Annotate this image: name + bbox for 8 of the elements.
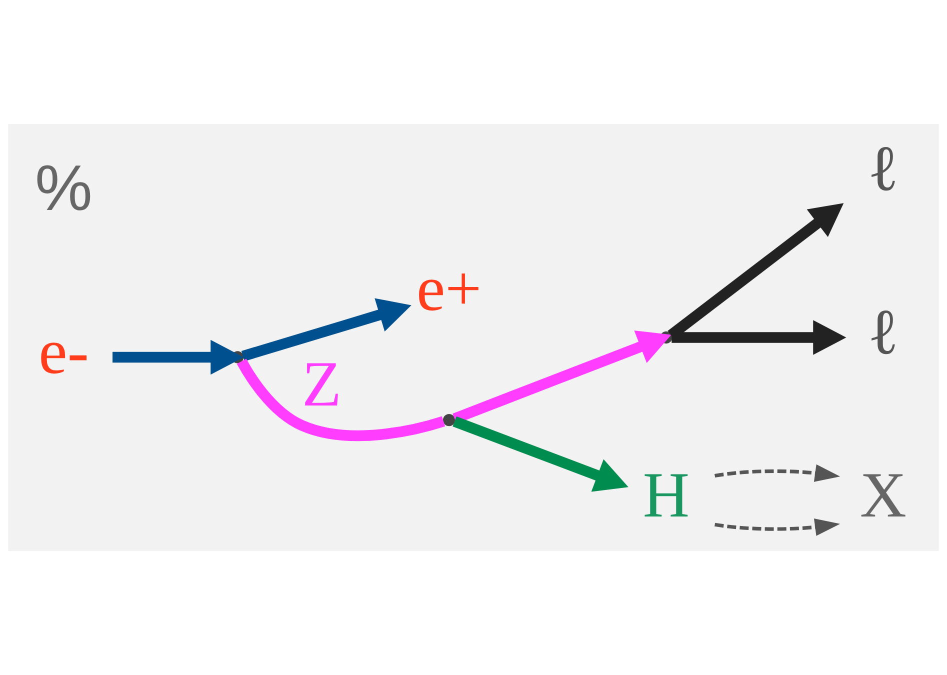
node-text: H bbox=[642, 458, 690, 531]
node-text: e- bbox=[38, 315, 89, 388]
node-text: X bbox=[860, 458, 907, 531]
node-text: ℓ bbox=[868, 132, 899, 204]
label: % bbox=[35, 152, 92, 224]
node-text: ℓ bbox=[868, 295, 899, 368]
node-text: e+ bbox=[416, 252, 482, 324]
edge-label: Z bbox=[302, 347, 342, 420]
